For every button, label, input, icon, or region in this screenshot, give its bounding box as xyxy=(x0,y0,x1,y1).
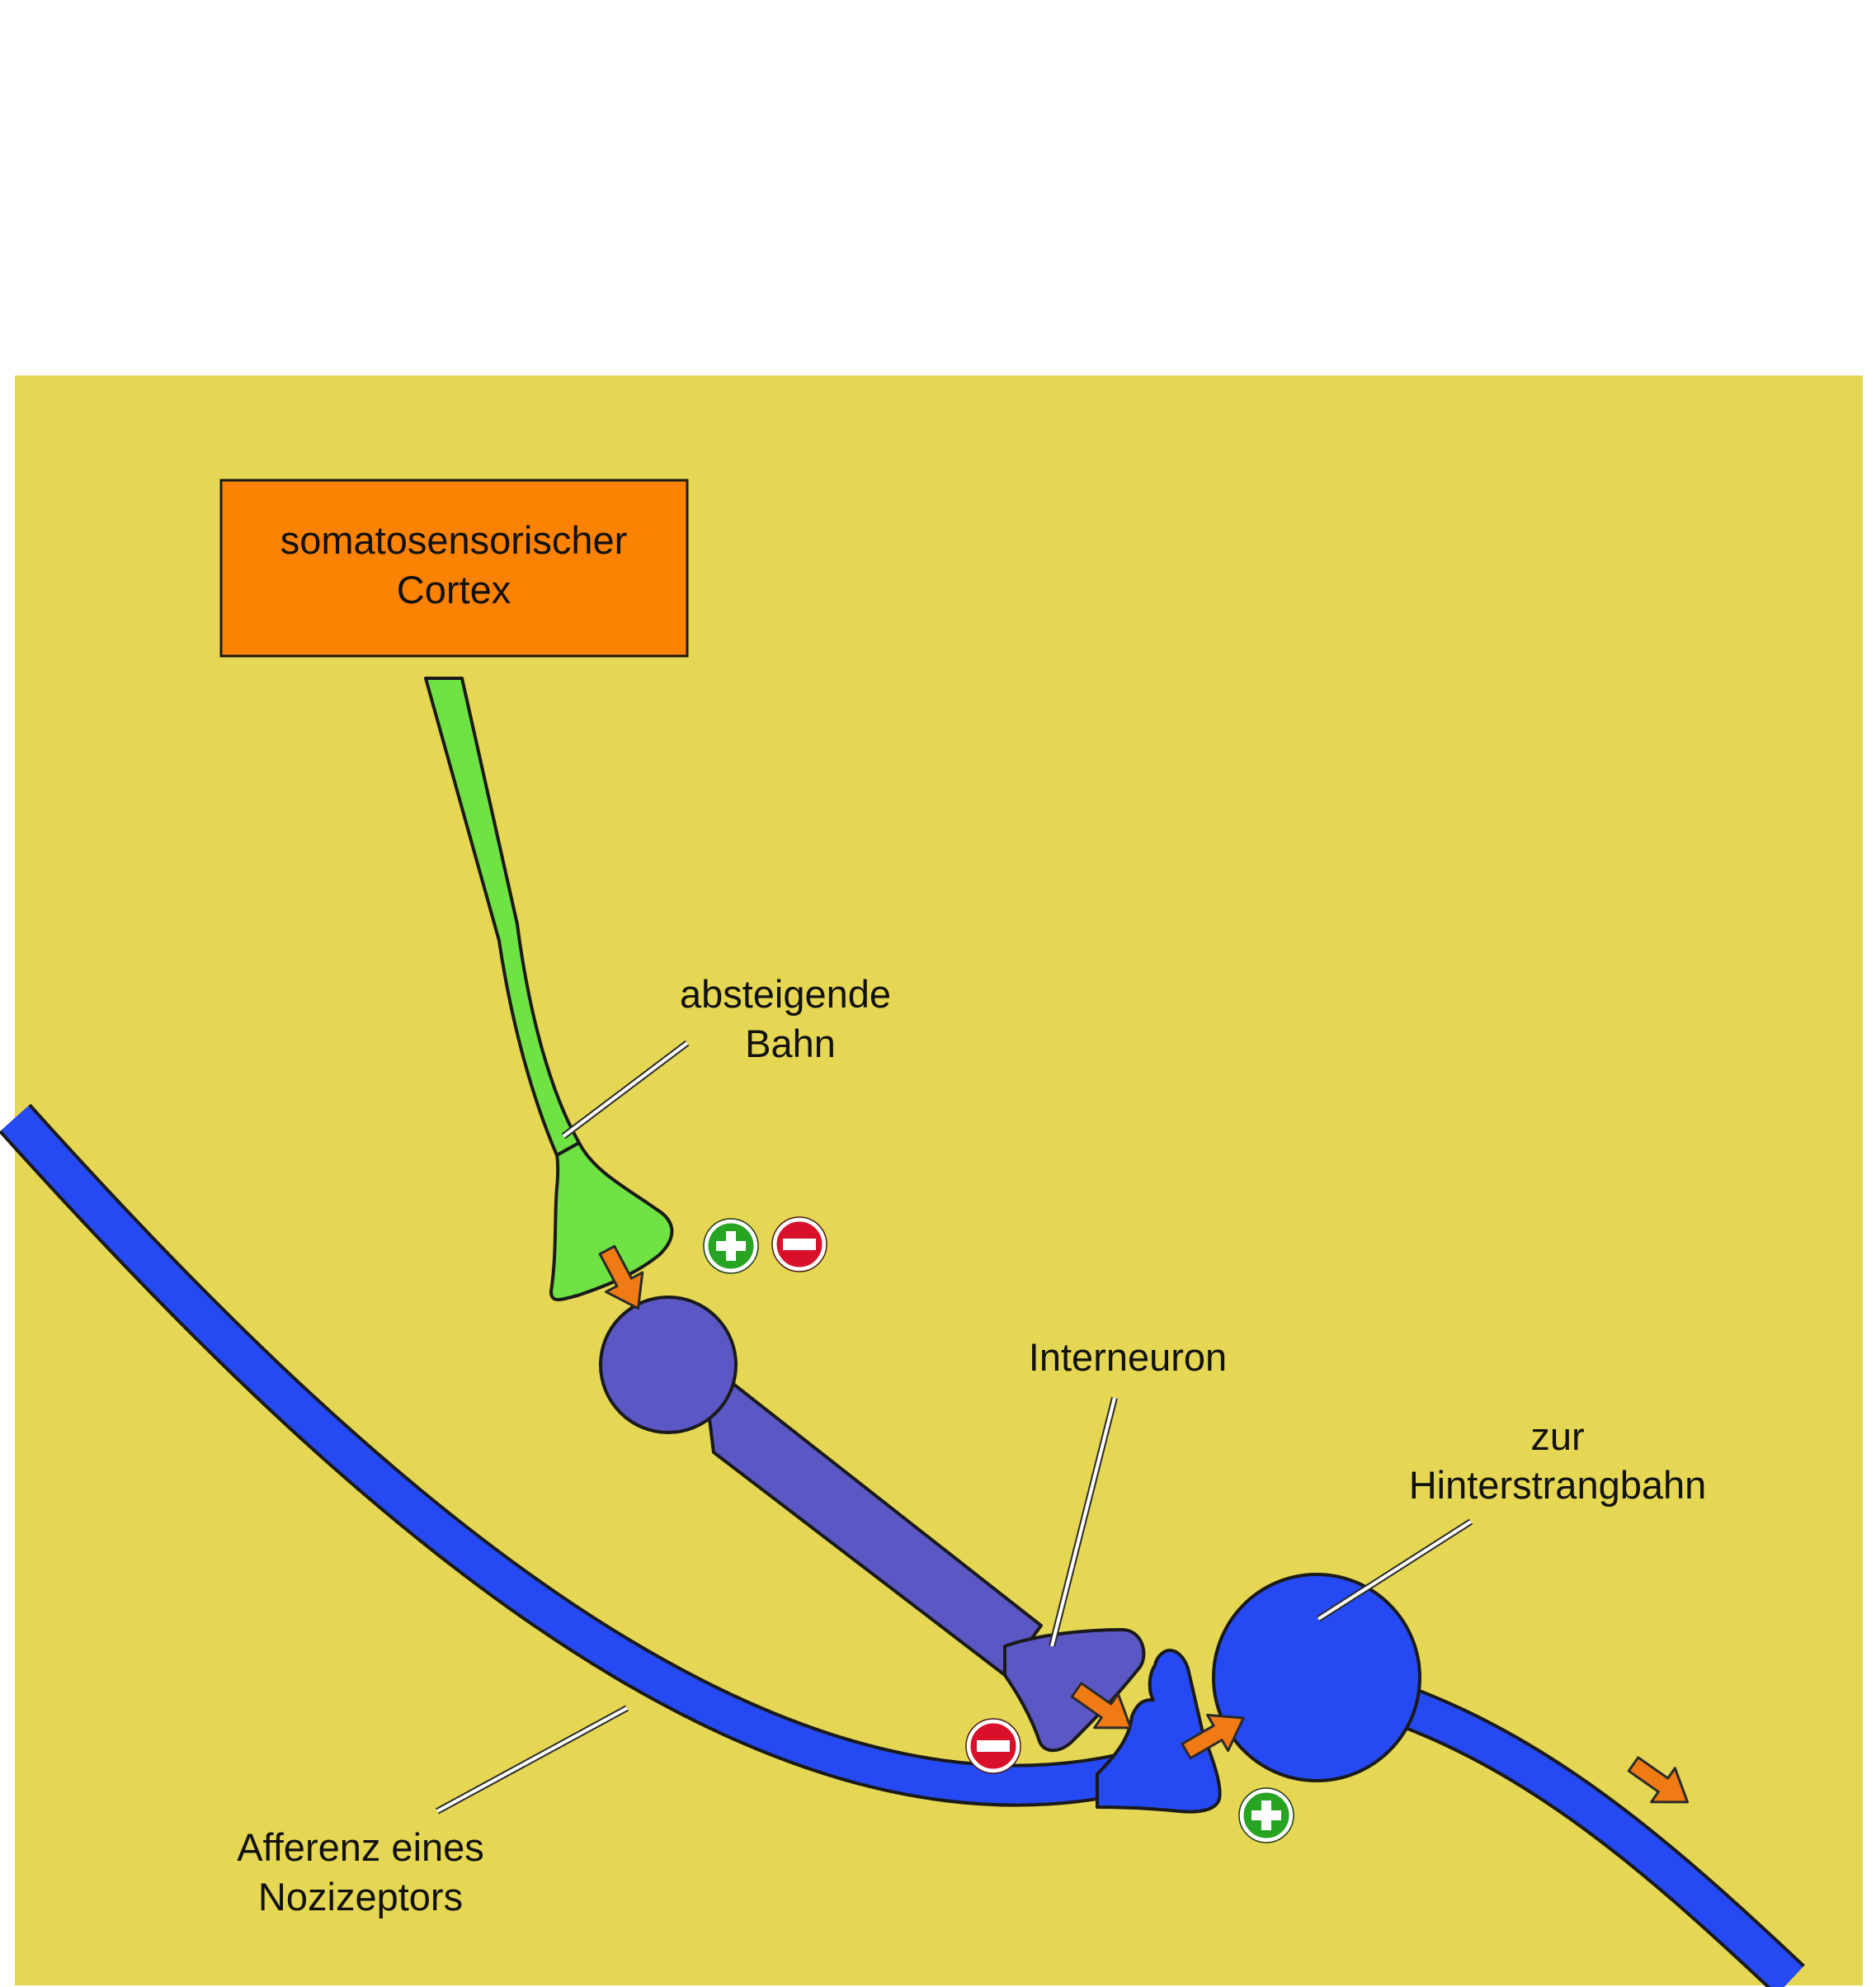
minus-circle-icon xyxy=(966,1719,1020,1773)
leader-lines xyxy=(436,1040,1473,1815)
minus-circle-icon xyxy=(772,1217,827,1272)
descending-pathway xyxy=(424,677,674,1301)
dorsal-column-label-line2: Hinterstrangbahn xyxy=(1409,1463,1707,1507)
plus-circle-icon xyxy=(704,1219,758,1273)
descending-label-line1: absteigende xyxy=(680,972,891,1016)
afferent-neuron xyxy=(0,1103,1222,1814)
projection-neuron xyxy=(1212,1573,1805,1987)
interneuron-leader xyxy=(1050,1397,1116,1647)
interneuron-terminal xyxy=(1003,1628,1146,1753)
interneuron xyxy=(599,1296,1146,1753)
descending-label-line2: Bahn xyxy=(745,1022,836,1065)
interneuron-label: Interneuron xyxy=(1029,1335,1227,1379)
plus-circle-icon xyxy=(1239,1788,1294,1843)
afferent-label-line2: Nozizeptors xyxy=(258,1875,463,1919)
cortex-box: somatosensorischer Cortex xyxy=(219,479,689,658)
dorsal-column-label-line1: zur xyxy=(1530,1414,1584,1458)
afferent-label-line1: Afferenz eines xyxy=(237,1825,484,1869)
afferent-terminal xyxy=(1096,1649,1222,1814)
afferent-leader xyxy=(436,1706,628,1813)
projection-leader xyxy=(1317,1520,1473,1621)
descending-terminal xyxy=(549,1141,674,1301)
interneuron-soma xyxy=(599,1296,738,1434)
projection-neuron-soma xyxy=(1212,1573,1421,1782)
cortex-label-line1: somatosensorischer xyxy=(280,518,628,562)
cortex-label-line2: Cortex xyxy=(397,568,511,611)
descending-leader xyxy=(562,1041,689,1138)
